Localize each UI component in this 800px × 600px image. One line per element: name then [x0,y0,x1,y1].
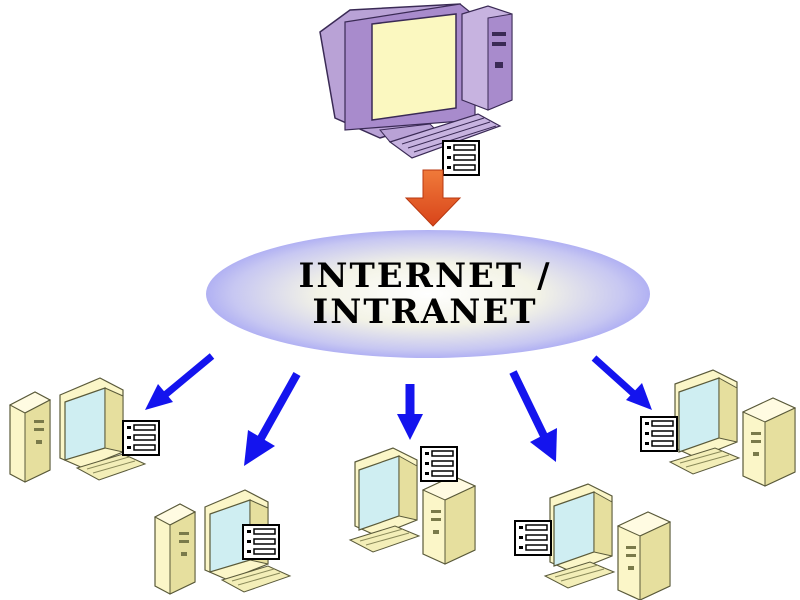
network-label-line2: INTRANET [312,292,538,332]
client-arrows [145,353,652,466]
server-document-icon [442,140,480,176]
network-label: INTERNET / INTRANET [225,258,625,330]
arrow-to-client-4 [509,370,557,462]
client-1-document-icon [122,420,160,456]
client-2-document-icon [242,524,280,560]
network-ellipse [206,230,650,358]
arrow-to-client-1 [145,353,215,410]
client-computer-5 [669,369,796,487]
arrow-to-client-5 [591,355,652,410]
client-computer-4 [544,483,671,600]
network-label-line1: INTERNET / [298,256,552,296]
arrow-to-client-3 [397,384,423,440]
server-to-network-arrow [404,169,462,227]
server-computer [319,3,513,159]
client-3-document-icon [420,446,458,482]
arrow-to-client-2 [244,372,301,466]
client-5-document-icon [640,416,678,452]
client-4-document-icon [514,520,552,556]
